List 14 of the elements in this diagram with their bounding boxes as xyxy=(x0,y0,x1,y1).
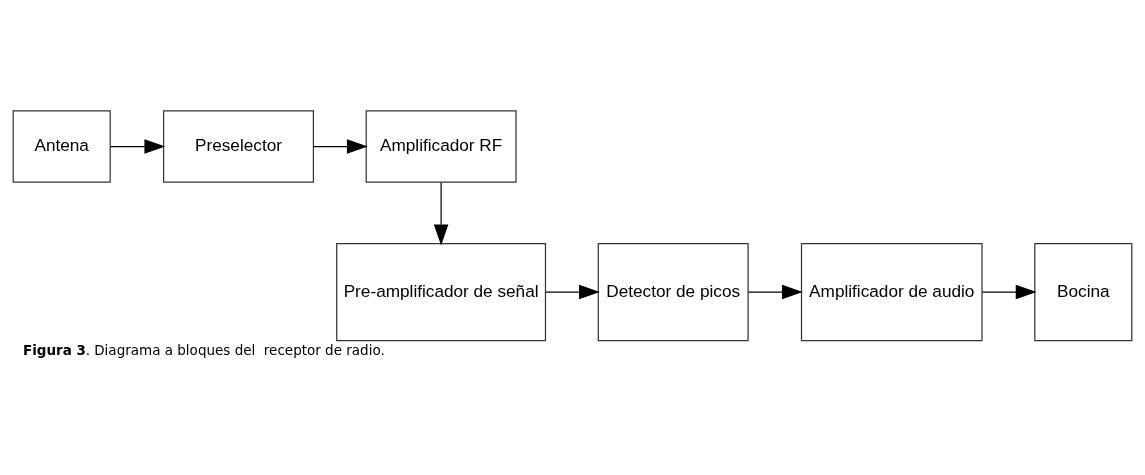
arrow xyxy=(313,138,368,154)
node-box: Amplificador de audio xyxy=(800,242,983,341)
arrow xyxy=(433,181,449,245)
node-box: Amplificador RF xyxy=(365,109,517,183)
arrow xyxy=(747,284,803,299)
node-box: Bocina xyxy=(1034,242,1133,341)
node-box: Antena xyxy=(12,109,111,183)
arrow xyxy=(545,284,600,299)
node-box: Pre-amplificador de señal xyxy=(336,242,547,341)
node-box: Detector de picos xyxy=(597,242,749,341)
arrow xyxy=(109,138,166,154)
arrow xyxy=(981,284,1037,299)
caption: Figura 3. Diagrama a bloques del receptor de radio. xyxy=(23,341,385,358)
node-box: Preselector xyxy=(163,109,315,183)
